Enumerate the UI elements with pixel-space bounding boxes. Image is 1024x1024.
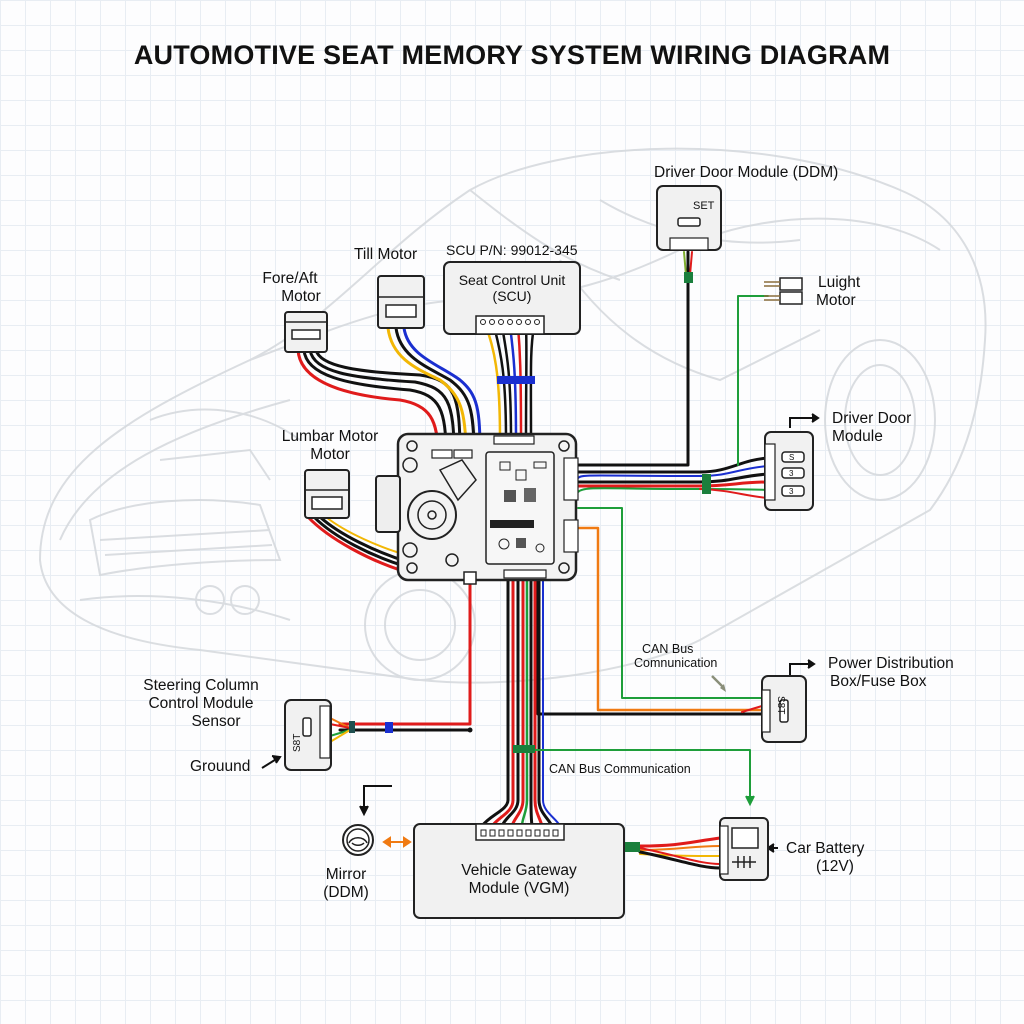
lumbar-motor-label-line2: Motor [310, 445, 350, 463]
steering-column-tag: S8T [292, 733, 303, 752]
car-battery-label-line1: Car Battery [786, 840, 865, 857]
ddm-right-label: Driver Door Module [832, 410, 911, 446]
ddm-right-label-line2: Module [832, 427, 883, 445]
mirror-steering-wheel-icon[interactable] [342, 824, 374, 856]
power-distribution-box[interactable] [761, 675, 807, 743]
car-battery-label: Car Battery (12V) [786, 840, 864, 876]
steering-column-label-line3: Sensor [191, 712, 241, 730]
can-bus-label-1: CAN Bus Comnunication [634, 642, 717, 671]
steering-column-module[interactable] [284, 699, 332, 771]
can-bus-label-1-line1: CAN Bus [642, 642, 694, 656]
memory-button-3-label: 3 [789, 487, 794, 496]
steering-connector-clip [349, 721, 355, 733]
tilt-motor-label: Till Motor [354, 246, 418, 263]
can-bus-label-1-line2: Comnunication [634, 656, 718, 671]
car-battery-label-line2: (12V) [816, 857, 854, 875]
fore-aft-motor[interactable] [284, 311, 328, 353]
mirror-label: Mirror (DDM) [306, 866, 386, 902]
light-motor-connectors[interactable] [764, 277, 803, 305]
memory-button-1-label: S [789, 453, 795, 462]
driver-door-module-right[interactable] [764, 431, 814, 511]
fore-aft-motor-label-line2: Motor [281, 287, 321, 305]
light-motor-label: Luight Motor [816, 274, 860, 310]
memory-button-1[interactable] [781, 451, 805, 463]
steering-column-label-line1: Steering Column [143, 677, 259, 694]
seat-control-unit[interactable] [443, 261, 581, 335]
fore-aft-motor-label: Fore/Aft Motor [240, 270, 340, 306]
power-distribution-label: Power Distribution Box/Fuse Box [828, 655, 954, 691]
memory-button-3[interactable] [781, 485, 805, 497]
vgm-output-connector [624, 842, 640, 852]
power-distribution-tag: S8T [775, 696, 786, 715]
car-battery[interactable] [719, 817, 769, 881]
ddm-top-label: Driver Door Module (DDM) [654, 164, 839, 181]
diagram-title: AUTOMOTIVE SEAT MEMORY SYSTEM WIRING DIA… [133, 40, 891, 70]
ddm-right-label-line1: Driver Door [832, 410, 912, 427]
light-motor-label-line2: Motor [816, 291, 856, 309]
scu-label-line2: (SCU) [492, 288, 532, 305]
power-distribution-label-line1: Power Distribution [828, 655, 954, 672]
door-harness-clip [702, 474, 711, 494]
mirror-label-line1: Mirror [325, 866, 367, 883]
vgm-label-line1: Vehicle Gateway [461, 862, 577, 879]
steering-column-label: Steering Column Control Module Sensor [126, 677, 276, 730]
vgm-label-line2: Module (VGM) [468, 879, 570, 897]
steering-column-label-line2: Control Module [148, 694, 254, 712]
seat-memory-ecu-board[interactable] [375, 432, 579, 585]
scu-part-number: SCU P/N: 99012-345 [446, 242, 578, 258]
lumbar-motor-label: Lumbar Motor Motor [270, 428, 390, 464]
tilt-motor[interactable] [377, 275, 425, 329]
power-distribution-label-line2: Box/Fuse Box [830, 672, 927, 690]
ground-label: Grouund [190, 758, 251, 775]
can-bus-pointer-arrow [711, 675, 726, 692]
memory-button-2[interactable] [781, 467, 805, 479]
steering-harness-clip [385, 722, 393, 733]
scu-harness-clip [497, 376, 535, 384]
scu-label: Seat Control Unit (SCU) [444, 272, 580, 304]
set-button-label: SET [693, 200, 715, 212]
trunk-can-clip [513, 745, 535, 753]
arrows [261, 413, 820, 853]
fore-aft-motor-label-line1: Fore/Aft [262, 270, 318, 287]
can-bus-label-2: CAN Bus Communication [549, 762, 691, 776]
lumbar-motor[interactable] [304, 469, 350, 519]
lumbar-motor-label-line1: Lumbar Motor [281, 428, 379, 445]
light-motor-label-line1: Luight [818, 274, 861, 291]
set-button[interactable] [677, 217, 701, 227]
ddm-harness-clip [684, 272, 693, 283]
driver-door-module-top[interactable] [656, 185, 722, 251]
ground-terminal [467, 727, 473, 733]
scu-label-line1: Seat Control Unit [458, 272, 566, 288]
vgm-label: Vehicle Gateway Module (VGM) [414, 862, 624, 898]
vehicle-gateway-module[interactable] [413, 823, 625, 919]
mirror-bidirectional-arrow [382, 836, 412, 848]
mirror-label-line2: (DDM) [323, 883, 369, 901]
memory-button-2-label: 3 [789, 469, 794, 478]
